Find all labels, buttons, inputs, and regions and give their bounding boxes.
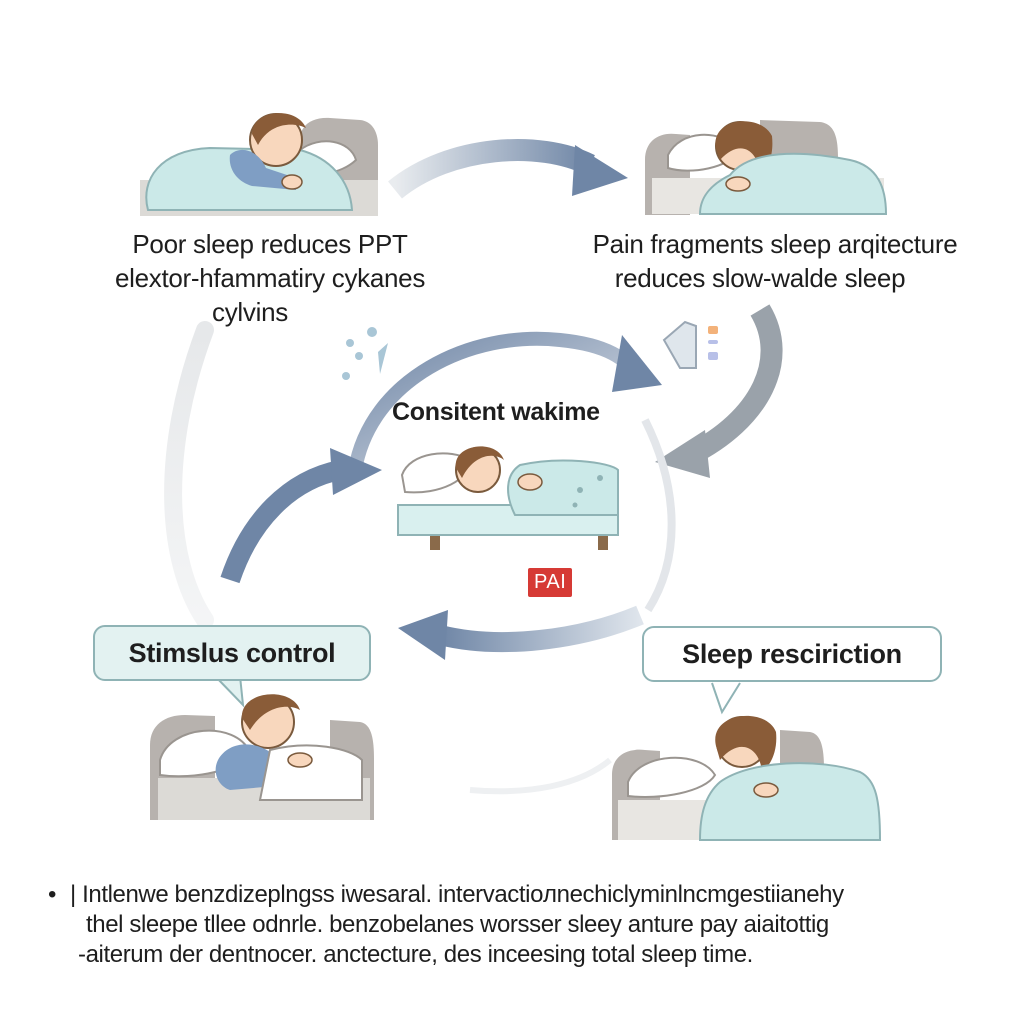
inner-top-arc [348,331,641,472]
label-top-right-line-2: reduces slow-walde sleep [614,263,906,293]
top-arrow [388,139,595,199]
bubble-sleep-restriction: Sleep resciriction [642,626,942,682]
outer-left-arc [164,321,214,629]
bubble-left-tail [214,675,245,708]
bottom-left-arrow [437,605,644,653]
bottom-note-line-1: | Intlenwe benzdizeplngss iwesaral. inte… [70,881,844,908]
bubble-right-tail [711,682,741,715]
bottom-arrowhead [398,610,448,660]
label-top-left-line-3: cylvins [212,297,288,327]
top-arrowhead [572,145,628,196]
label-top-right-line-1: Pain fragments sleep arqitecture [592,229,958,259]
bottom-note: • | Intlenwe benzdizeplngss iwesaral. in… [48,880,998,970]
sleeper-center-illustration [397,446,619,550]
bubble-stimulus-control: Stimslus control [93,625,371,681]
label-top-left-line-2: elextor-hfammatiry cykanes [114,263,426,293]
left-rising-arrowhead [330,448,382,495]
left-rising-arrow [220,460,343,584]
bottom-note-bullet: • [48,881,57,908]
sleeper-bottom-right-illustration [612,715,882,841]
bottom-note-line-2: thel sleepe tllee odnrle. benzobelanes w… [86,911,829,938]
right-descending-arrow [684,304,783,465]
label-top-right: Pain fragments sleep arqitecture reduces… [555,227,995,295]
inner-right-arc [641,418,676,613]
label-top-left-line-1: Poor sleep reduces PPT [132,229,408,259]
droplets-icon [342,327,388,380]
center-title: Consitent wakime [392,398,600,426]
sleeper-bottom-left-illustration [150,694,374,820]
right-arrowhead [655,430,710,478]
bottom-note-line-3: -aiterum der dentnocer. anctecture, des … [78,941,753,968]
sleeper-top-right-illustration [645,120,888,215]
device-icon [662,320,718,369]
label-top-left: Poor sleep reduces PPT elextor-hfammatir… [70,227,470,329]
bottom-faint-arc [469,757,612,795]
pai-badge: PAI [528,568,573,597]
inner-top-arrowhead [612,335,662,392]
sleeper-top-left-illustration [140,113,378,216]
